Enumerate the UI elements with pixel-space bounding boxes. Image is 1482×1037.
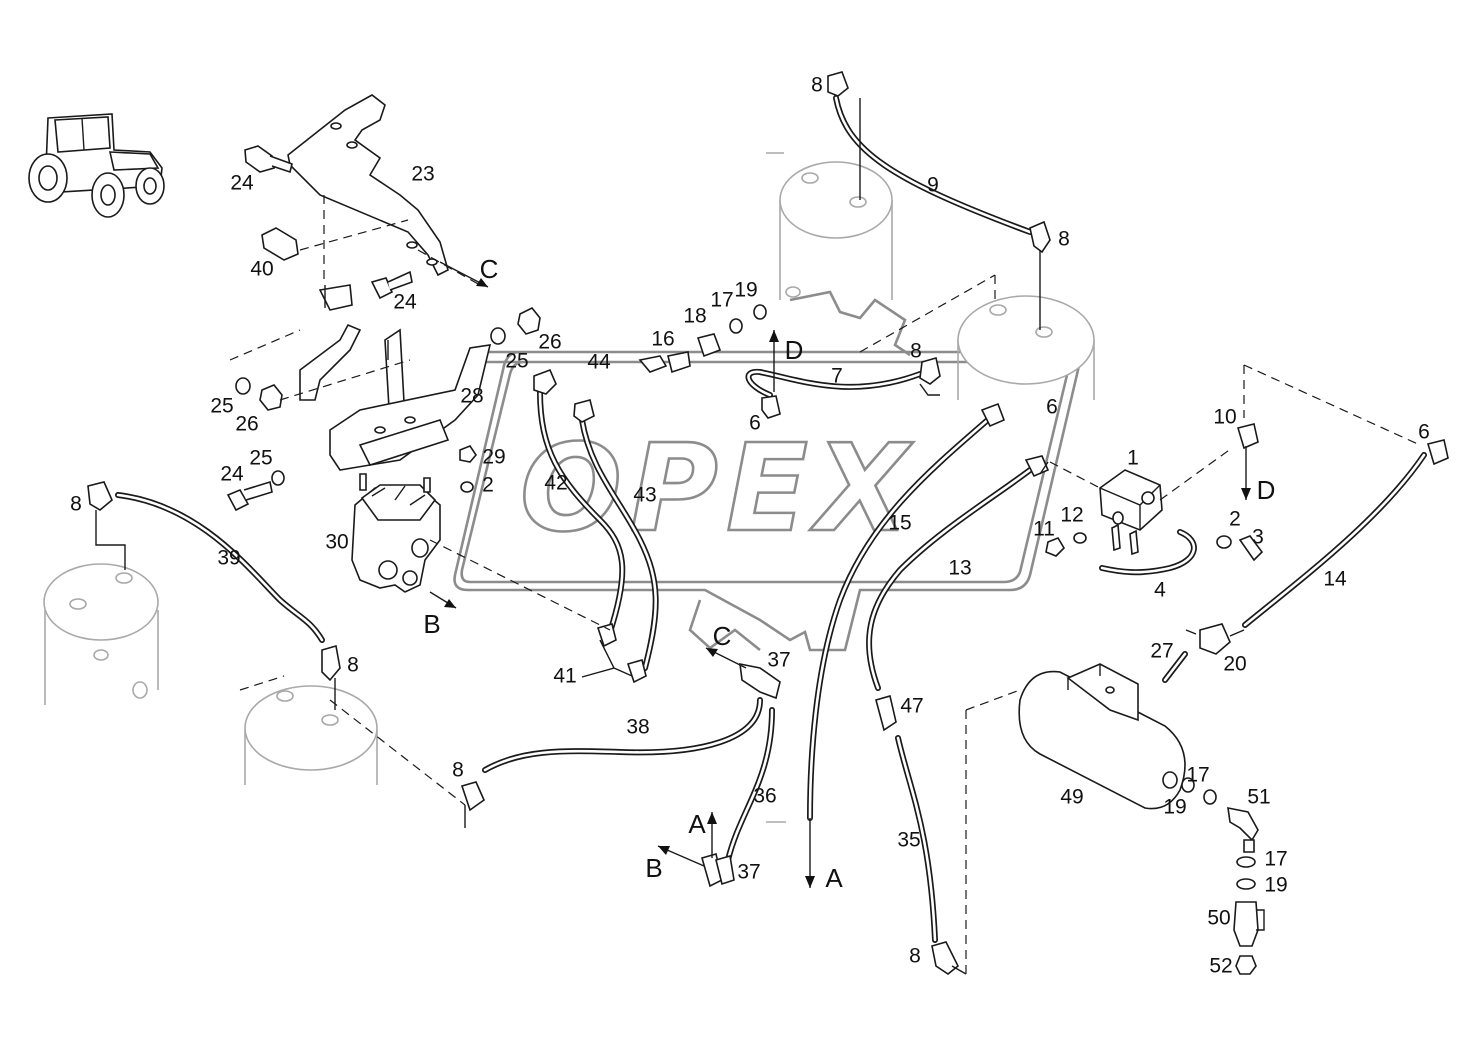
part-label-l35: 35	[897, 829, 920, 852]
part-label-l2a: 2	[482, 474, 494, 497]
part-label-l25b: 25	[210, 395, 233, 418]
leader-lines	[95, 98, 1421, 980]
air-tank-bottom-left	[244, 685, 378, 785]
watermark-text: OPEX	[520, 420, 916, 559]
valve-30	[351, 473, 441, 593]
bolt-24-low-washer-25	[226, 470, 285, 512]
part-label-l36: 36	[753, 785, 776, 808]
part-label-l6b: 6	[1046, 396, 1058, 419]
part-label-l11: 11	[1033, 518, 1055, 541]
bracket-28	[299, 284, 492, 471]
part-label-l37b: 37	[737, 861, 760, 884]
bolt-24-top	[244, 145, 293, 174]
part-label-l16: 16	[651, 328, 674, 351]
part-label-l14: 14	[1323, 568, 1347, 591]
part-label-l20: 20	[1223, 653, 1246, 676]
part-label-l7: 7	[831, 365, 843, 388]
arrow-label-aC1: C	[480, 254, 499, 284]
part-label-l23: 23	[411, 163, 434, 186]
part-label-l44: 44	[587, 351, 611, 374]
part-label-l6c: 6	[1418, 421, 1430, 444]
fitting-20-pipe-27	[1185, 623, 1245, 655]
part-label-l47: 47	[900, 695, 923, 718]
arrow-label-aD1: D	[785, 335, 804, 365]
arrow-label-aA1: A	[688, 809, 706, 839]
part-label-l52: 52	[1209, 955, 1232, 978]
part-label-l50: 50	[1207, 907, 1230, 930]
part-label-l49: 49	[1060, 786, 1083, 809]
part-label-l9: 9	[927, 174, 939, 197]
washer-25-nut-26-upper	[490, 306, 541, 345]
part-label-l41: 41	[553, 665, 576, 688]
part-label-l10: 10	[1213, 406, 1236, 429]
fittings-11-12-2-3	[1045, 532, 1264, 562]
part-label-l19a: 19	[734, 279, 757, 302]
part-label-l2b: 2	[1229, 508, 1241, 531]
valve-block-1	[1099, 469, 1163, 556]
part-label-l8e: 8	[347, 654, 359, 677]
drain-valve-50-51-52	[1227, 806, 1265, 975]
part-label-l1: 1	[1127, 447, 1139, 470]
bracket-23	[287, 94, 449, 277]
part-label-l27: 27	[1150, 640, 1173, 663]
watermark: OPEX	[453, 290, 1080, 652]
part-label-l26a: 26	[538, 331, 561, 354]
part-label-l42: 42	[544, 472, 567, 495]
part-label-l15: 15	[888, 512, 911, 535]
pipes	[115, 95, 1427, 943]
part-label-l8c: 8	[910, 340, 922, 363]
part-label-l17c: 17	[1264, 848, 1287, 871]
part-label-l51: 51	[1247, 786, 1270, 809]
direction-arrows	[429, 261, 1251, 888]
air-tank-top-center	[766, 152, 893, 823]
part-label-l29: 29	[482, 446, 505, 469]
air-tank-right	[957, 295, 1095, 400]
part-label-l30: 30	[325, 531, 348, 554]
part-label-l39: 39	[217, 547, 240, 570]
part-label-l13: 13	[948, 557, 971, 580]
part-label-l25c: 25	[249, 447, 272, 470]
part-label-l12: 12	[1060, 504, 1083, 527]
part-label-l17b: 17	[1186, 764, 1209, 787]
part-label-l43: 43	[633, 484, 656, 507]
part-label-l8d: 8	[70, 493, 82, 516]
part-label-l24c: 24	[220, 463, 244, 486]
part-label-l6a: 6	[749, 412, 761, 435]
part-label-l40: 40	[250, 258, 273, 281]
tractor-icon	[28, 113, 165, 218]
part-label-l26b: 26	[235, 413, 258, 436]
arrow-label-aD2: D	[1257, 475, 1276, 505]
washer-25-nut-26-left	[235, 377, 283, 411]
reservoir-49	[1018, 663, 1217, 810]
part-label-l8a: 8	[811, 74, 823, 97]
arrow-label-aB2: B	[645, 853, 662, 883]
arrow-label-aA2: A	[825, 863, 843, 893]
bolt-24-mid	[370, 270, 413, 300]
part-label-l19b: 19	[1163, 796, 1186, 819]
nut-29-washer-2	[459, 445, 478, 493]
nut-40	[261, 227, 299, 261]
part-label-l28: 28	[460, 385, 483, 408]
part-label-l8b: 8	[1058, 228, 1070, 251]
part-label-l3: 3	[1252, 526, 1264, 549]
part-label-l4: 4	[1154, 579, 1166, 602]
part-label-l17a: 17	[710, 289, 733, 312]
arrow-label-aC2: C	[713, 621, 732, 651]
part-label-l24a: 24	[230, 172, 254, 195]
air-tank-left	[43, 563, 159, 705]
arrow-label-aB1: B	[423, 609, 440, 639]
part-label-l19c: 19	[1264, 874, 1287, 897]
part-label-l8g: 8	[909, 945, 921, 968]
part-label-l18: 18	[683, 305, 706, 328]
part-label-l38: 38	[626, 716, 649, 739]
part-label-l37a: 37	[767, 649, 790, 672]
part-label-l8f: 8	[452, 759, 464, 782]
part-label-l24b: 24	[393, 291, 417, 314]
part-label-l25a: 25	[505, 350, 528, 373]
